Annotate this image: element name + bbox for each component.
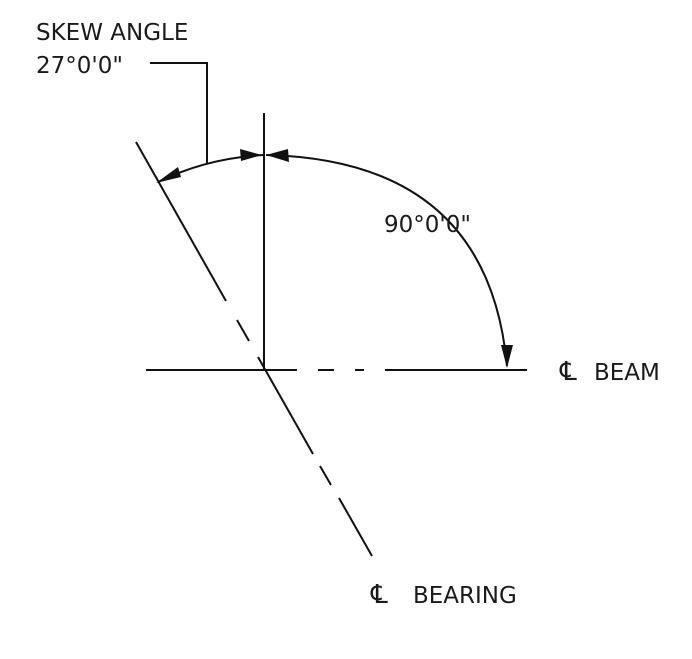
beam-centerline-symbol: ℄ (559, 357, 577, 387)
beam-label: BEAM (594, 360, 660, 386)
right-arc-arrowhead-left (266, 149, 289, 162)
bearing-centerline-dash-1 (236, 319, 250, 342)
skew-arc-arrowhead-left (156, 167, 181, 183)
bearing-centerline-mid (257, 356, 314, 455)
bearing-centerline-top (135, 141, 227, 302)
right-angle-value: 90°0'0" (384, 212, 471, 238)
right-arc-arrowhead-bottom (501, 345, 513, 368)
skew-angle-value: 27°0'0" (36, 53, 123, 79)
bearing-label: BEARING (413, 583, 517, 609)
right-angle-arc (265, 154, 508, 367)
skew-arc-arrowhead-right (240, 149, 262, 161)
bearing-centerline-bottom (338, 497, 373, 557)
skew-angle-title: SKEW ANGLE (36, 20, 188, 46)
bearing-centerline-dash-2 (319, 465, 332, 486)
bearing-centerline-symbol: ℄ (370, 580, 388, 610)
skew-leader-line (150, 62, 208, 163)
